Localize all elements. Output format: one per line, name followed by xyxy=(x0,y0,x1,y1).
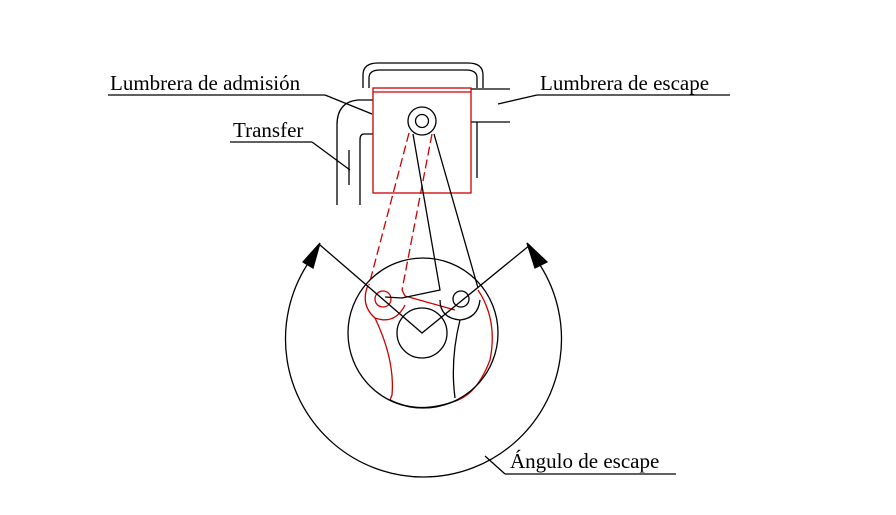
arrow-right-icon xyxy=(526,242,549,269)
exhaust-angle-label: Ángulo de escape xyxy=(510,449,660,473)
arrow-left-icon xyxy=(301,242,321,269)
exhaust-port-label: Lumbrera de escape xyxy=(540,71,710,95)
connecting-rod-red xyxy=(364,132,493,401)
intake-port-label: Lumbrera de admisión xyxy=(110,71,301,95)
cylinder xyxy=(362,62,510,178)
intake-duct xyxy=(336,99,373,205)
label-leaders xyxy=(108,94,730,475)
piston xyxy=(372,87,472,194)
transfer-label: Transfer xyxy=(233,118,304,142)
exhaust-angle-arc xyxy=(284,242,563,478)
piston-pin xyxy=(407,106,437,136)
crank-disc xyxy=(319,244,531,409)
